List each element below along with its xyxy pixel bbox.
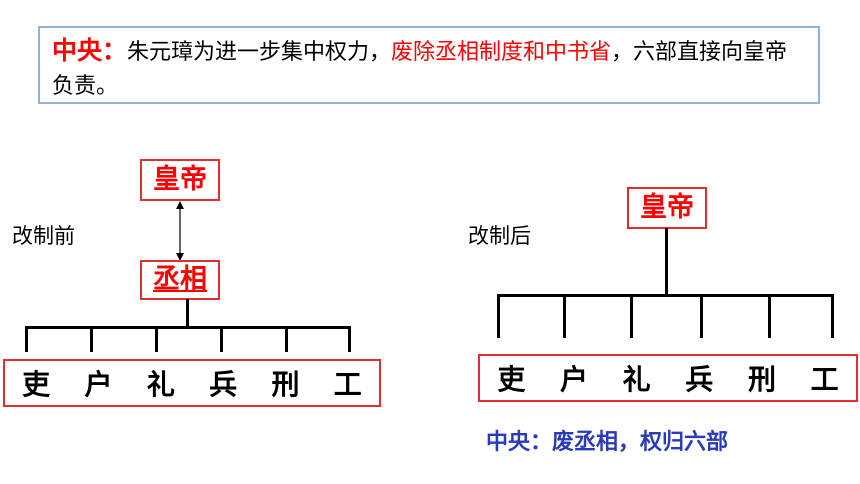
before-drop-line	[25, 326, 28, 352]
after-drop-line	[563, 294, 566, 338]
ministry-revenue: 户	[84, 368, 113, 401]
before-trunk-line	[186, 299, 189, 329]
description-text-after: ，六部直接向皇帝负责。	[52, 40, 788, 99]
before-chancellor-box: 丞相	[140, 260, 220, 300]
before-emperor-box: 皇帝	[140, 159, 220, 201]
description-box: 中央：朱元璋为进一步集中权力，废除丞相制度和中书省，六部直接向皇帝负责。	[38, 26, 820, 104]
before-ministries-box: 吏 户 礼 兵 刑 工	[3, 359, 381, 407]
before-drop-line	[220, 326, 223, 352]
ministry-rites: 礼	[146, 368, 175, 401]
after-drop-line	[497, 294, 500, 338]
ministry-revenue: 户	[559, 363, 588, 396]
ministry-personnel: 吏	[497, 363, 526, 396]
ministry-justice: 刑	[271, 368, 300, 401]
after-ministries-box: 吏 户 礼 兵 刑 工	[478, 354, 858, 402]
description-highlight: 废除丞相制度和中书省	[391, 40, 612, 65]
after-drop-line	[768, 294, 771, 338]
ministry-justice: 刑	[747, 363, 776, 396]
emperor-chancellor-arrow	[176, 201, 184, 261]
after-emperor-box: 皇帝	[627, 187, 707, 229]
ministry-war: 兵	[685, 363, 714, 396]
after-drop-line	[700, 294, 703, 338]
ministry-works: 工	[333, 368, 362, 401]
before-drop-line	[90, 326, 93, 352]
after-label: 改制后	[468, 224, 531, 248]
before-label: 改制前	[12, 224, 75, 248]
before-drop-line	[348, 326, 351, 352]
before-drop-line	[285, 326, 288, 352]
ministry-war: 兵	[209, 368, 238, 401]
before-drop-line	[155, 326, 158, 352]
after-drop-line	[831, 294, 834, 338]
ministry-works: 工	[810, 363, 839, 396]
description-lead: 中央：	[52, 36, 128, 65]
after-branch-line	[497, 294, 834, 297]
after-drop-line	[630, 294, 633, 338]
ministry-rites: 礼	[622, 363, 651, 396]
before-branch-line	[25, 326, 351, 329]
ministry-personnel: 吏	[22, 368, 51, 401]
summary-text: 中央：废丞相，权归六部	[486, 430, 729, 455]
description-text-before: 朱元璋为进一步集中权力，	[127, 40, 392, 65]
after-trunk-line	[665, 228, 668, 296]
